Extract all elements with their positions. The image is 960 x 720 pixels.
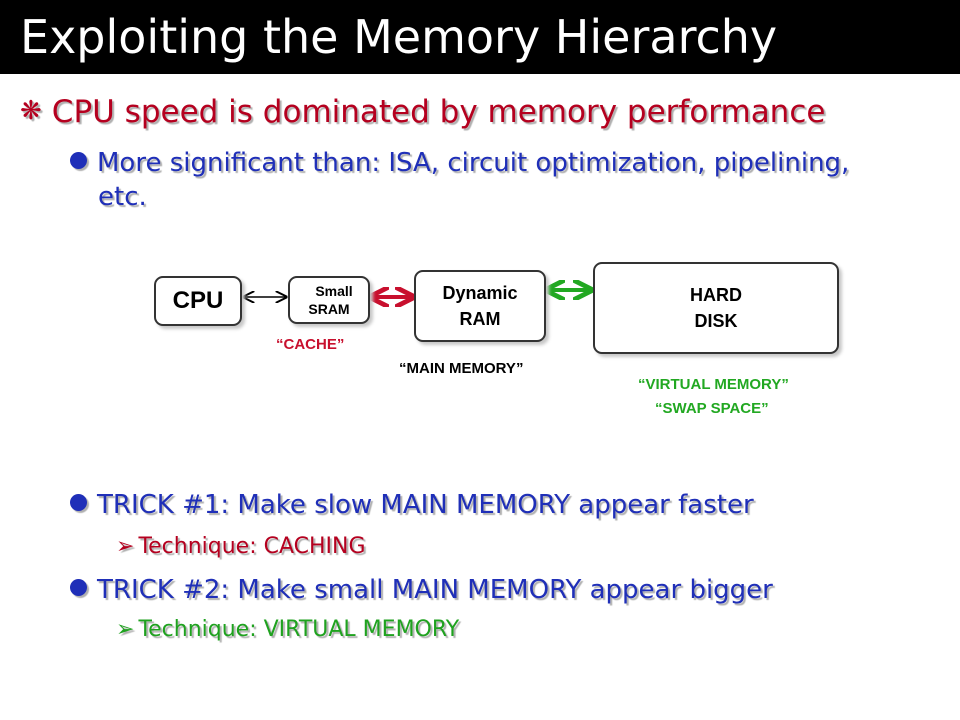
round-bullet-icon <box>70 152 87 169</box>
bullet-tech1: ➢Technique: CACHING <box>116 534 366 559</box>
bullet-trick2-text: TRICK #2: Make small MAIN MEMORY appear … <box>97 575 773 605</box>
bullet-sub1: More significant than: ISA, circuit opti… <box>70 148 849 178</box>
cpu-box: CPU <box>154 276 242 326</box>
sram-line2: SRAM <box>308 301 350 317</box>
asterisk-bullet-icon: ❋ <box>20 96 42 126</box>
round-bullet-icon <box>70 494 87 511</box>
bullet-trick2: TRICK #2: Make small MAIN MEMORY appear … <box>70 575 773 605</box>
bullet-main-text: CPU speed is dominated by memory perform… <box>51 94 826 130</box>
bullet-sub1-cont: etc. <box>98 182 147 212</box>
disk-line2: DISK <box>694 311 738 331</box>
virtual-memory-label: “VIRTUAL MEMORY” <box>638 376 789 393</box>
bullet-tech2-text: Technique: VIRTUAL MEMORY <box>138 617 460 642</box>
bullet-main: ❋ CPU speed is dominated by memory perfor… <box>20 94 825 130</box>
bullet-sub1-line2: etc. <box>98 182 147 212</box>
bullet-trick1-text: TRICK #1: Make slow MAIN MEMORY appear f… <box>97 490 754 520</box>
title-bar: Exploiting the Memory Hierarchy <box>0 0 960 74</box>
cache-label: “CACHE” <box>276 336 345 353</box>
swap-space-label: “SWAP SPACE” <box>655 400 769 417</box>
bullet-tech2: ➢Technique: VIRTUAL MEMORY <box>116 617 459 642</box>
hard-disk-box: HARD DISK <box>593 262 839 354</box>
slide-title: Exploiting the Memory Hierarchy <box>20 10 778 64</box>
dram-line1: Dynamic <box>442 283 518 303</box>
bullet-trick1: TRICK #1: Make slow MAIN MEMORY appear f… <box>70 490 754 520</box>
bullet-tech1-text: Technique: CACHING <box>138 534 366 559</box>
sram-box: Small SRAM <box>288 276 370 324</box>
sram-line1: Small <box>315 283 353 299</box>
dram-box: Dynamic RAM <box>414 270 546 342</box>
round-bullet-icon <box>70 579 87 596</box>
bullet-sub1-line1: More significant than: ISA, circuit opti… <box>97 148 850 178</box>
disk-line1: HARD <box>690 285 742 305</box>
arrow-bullet-icon: ➢ <box>116 534 135 559</box>
arrow-bullet-icon: ➢ <box>116 617 135 642</box>
dram-line2: RAM <box>459 309 501 329</box>
cpu-label: CPU <box>172 287 224 314</box>
main-memory-label: “MAIN MEMORY” <box>399 360 524 377</box>
